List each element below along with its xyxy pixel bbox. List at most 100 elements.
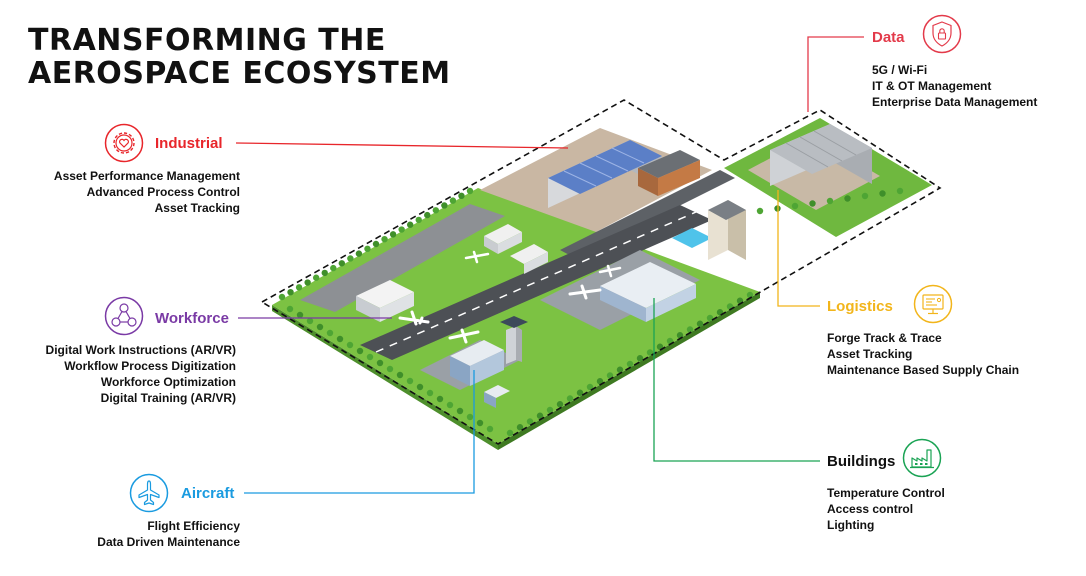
airplane xyxy=(398,310,430,326)
site-boundary xyxy=(261,99,942,445)
airplane-icon xyxy=(129,473,169,513)
small-building xyxy=(484,392,496,408)
title-line-1: TRANSFORMING THE xyxy=(28,23,386,58)
data-item: IT & OT Management xyxy=(872,79,992,93)
control-tower xyxy=(506,326,516,364)
tree xyxy=(355,250,363,257)
tree xyxy=(706,314,714,322)
data-item: 5G / Wi-Fi xyxy=(872,63,928,77)
tree xyxy=(278,293,286,301)
tree xyxy=(406,221,414,228)
main-terminal xyxy=(600,286,646,322)
tree xyxy=(406,377,414,385)
tree xyxy=(287,288,294,296)
tree xyxy=(398,226,405,233)
tree xyxy=(566,395,574,402)
runway-centerline xyxy=(375,211,697,353)
tree xyxy=(756,207,764,215)
tree xyxy=(336,335,344,343)
aircraft-label: Aircraft xyxy=(181,485,235,502)
ground-edge xyxy=(498,292,760,450)
tree xyxy=(396,371,404,379)
buildings-label: Buildings xyxy=(827,453,896,470)
tree xyxy=(330,264,337,272)
tree xyxy=(616,366,624,373)
data-connector xyxy=(807,36,864,112)
tree xyxy=(476,419,484,427)
tree xyxy=(826,197,834,205)
small-hangar xyxy=(510,244,548,264)
tree xyxy=(626,360,634,368)
tree xyxy=(879,190,886,197)
taxiway xyxy=(300,204,505,312)
industrial-items: Asset Performance Management Advanced Pr… xyxy=(54,168,240,216)
monitor-dashboard-icon xyxy=(913,284,953,324)
data-label: Data xyxy=(872,29,905,46)
logistics-item: Forge Track & Trace xyxy=(827,331,942,345)
factory-block xyxy=(638,150,700,178)
industrial-connector xyxy=(235,142,569,149)
tree xyxy=(295,284,303,291)
tree xyxy=(436,395,444,403)
terminal-block xyxy=(450,356,470,386)
tree xyxy=(312,274,320,281)
tree xyxy=(446,401,454,409)
workforce-label: Workforce xyxy=(155,310,229,327)
workforce-items: Digital Work Instructions (AR/VR) Workfl… xyxy=(46,342,236,406)
tree xyxy=(466,187,474,195)
tree xyxy=(486,425,494,433)
tree xyxy=(296,311,304,319)
tree xyxy=(456,407,464,415)
logistics-label: Logistics xyxy=(827,298,893,315)
workforce-item: Workflow Process Digitization xyxy=(64,359,236,373)
logistics-items: Forge Track & Trace Asset Tracking Maint… xyxy=(827,330,1019,378)
tree xyxy=(809,200,816,207)
industrial-item: Asset Performance Management xyxy=(53,169,240,183)
workforce-item: Digital Work Instructions (AR/VR) xyxy=(45,343,236,357)
small-hangar xyxy=(498,232,522,254)
data-items: 5G / Wi-Fi IT & OT Management Enterprise… xyxy=(872,62,1037,110)
tree xyxy=(415,216,422,224)
tree xyxy=(376,359,384,367)
small-hangar xyxy=(524,252,548,274)
tree xyxy=(372,240,380,248)
industrial-item: Advanced Process Control xyxy=(86,185,240,199)
page-title: TRANSFORMING THE AEROSPACE ECOSYSTEM xyxy=(28,24,451,90)
tree xyxy=(896,187,904,195)
small-building xyxy=(484,385,510,398)
factory-icon xyxy=(902,438,942,478)
tree xyxy=(386,365,394,373)
tree xyxy=(791,202,799,210)
hangar-roof xyxy=(548,140,662,194)
tree xyxy=(646,349,654,356)
tree xyxy=(338,260,346,267)
tree xyxy=(449,197,457,204)
tree xyxy=(316,323,324,331)
logistics-item: Asset Tracking xyxy=(827,347,913,361)
industrial-item: Asset Tracking xyxy=(154,201,240,215)
aircraft-item: Data Driven Maintenance xyxy=(97,535,240,549)
terminal xyxy=(356,280,414,308)
tree xyxy=(441,202,448,209)
control-tower xyxy=(516,326,522,362)
tree xyxy=(416,383,424,391)
tree xyxy=(426,389,434,397)
office-tower-roof xyxy=(708,200,746,220)
control-tower-cab xyxy=(500,316,528,328)
tree xyxy=(696,320,704,327)
tree xyxy=(347,255,354,262)
small-hangar xyxy=(484,224,522,244)
tree xyxy=(506,429,514,437)
tree xyxy=(596,378,604,385)
terminal xyxy=(380,292,414,322)
buildings-item: Temperature Control xyxy=(827,486,945,500)
main-terminal xyxy=(600,262,696,308)
logistics-connector xyxy=(777,190,820,307)
title-line-2: AEROSPACE ECOSYSTEM xyxy=(28,56,451,91)
tree xyxy=(844,195,851,202)
buildings-items: Temperature Control Access control Light… xyxy=(827,485,945,533)
people-network-icon xyxy=(104,296,144,336)
tree xyxy=(356,347,364,355)
tree xyxy=(466,413,474,421)
